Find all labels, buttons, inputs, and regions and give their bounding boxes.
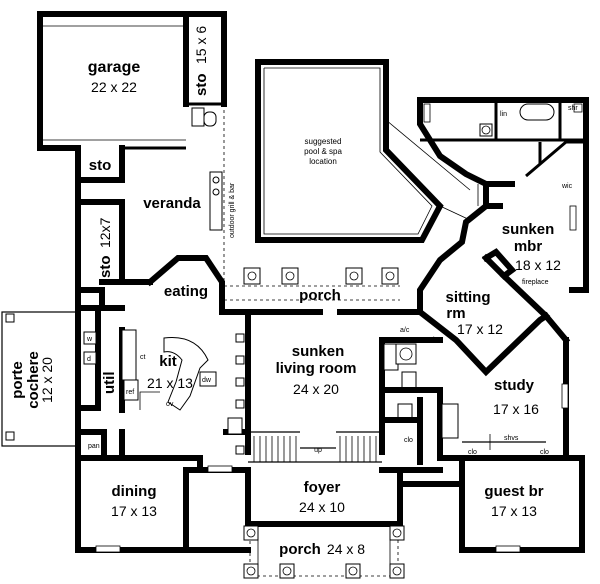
porte-cochere-label-2: cochere: [25, 351, 42, 409]
rear-porch-label: porch: [299, 287, 341, 304]
porte-cochere: [1, 311, 79, 447]
porte-cochere-label-group: porte cochere 12 x 20: [9, 351, 55, 409]
util-label: util: [101, 372, 118, 395]
pan-label: pan: [88, 443, 100, 450]
shr-label: shr: [568, 105, 578, 112]
eating-label: eating: [164, 283, 208, 300]
sitting-label-1: sitting: [446, 289, 491, 306]
pool-label-1: suggested: [305, 137, 342, 146]
fireplace-label: fireplace: [522, 279, 549, 286]
living-dim: 24 x 20: [293, 381, 339, 397]
ref-label: ref: [126, 389, 134, 396]
garage-block: [37, 11, 227, 183]
sto-12x7-label: sto: [97, 256, 114, 279]
garage-sto-dim: 15 x 6: [193, 26, 209, 64]
ov-label: ov: [166, 401, 174, 408]
living-label-1: sunken: [292, 343, 345, 360]
lin-label: lin: [500, 111, 507, 118]
clo-study-2-label: clo: [540, 449, 549, 456]
garage-sto-label: sto: [193, 74, 210, 97]
porte-cochere-label-1: porte: [9, 361, 26, 399]
room-labels: garage 22 x 22 sto 15 x 6 sto veranda ou…: [9, 26, 578, 558]
sto-12x7: sto 12x7: [97, 217, 114, 278]
ct-label: ct: [140, 354, 146, 361]
study-dim: 17 x 16: [493, 401, 539, 417]
sto-12x7-dim: 12x7: [97, 217, 113, 248]
garage-label: garage: [88, 59, 141, 76]
study-label: study: [494, 377, 535, 394]
dining-dim: 17 x 13: [111, 503, 157, 519]
front-porch-dim: 24 x 8: [327, 541, 365, 557]
pool-label-2: pool & spa: [304, 147, 342, 156]
dining-label: dining: [112, 483, 157, 500]
w-label: w: [86, 336, 93, 343]
shvs-label: shvs: [504, 435, 519, 442]
pool-area: [255, 59, 471, 243]
foyer-label: foyer: [304, 479, 341, 496]
central-walls: [227, 309, 443, 527]
guest-br-dim: 17 x 13: [491, 503, 537, 519]
wic-label: wic: [561, 183, 573, 190]
sto-small-label: sto: [89, 157, 112, 174]
wh-label: wh: [427, 337, 437, 344]
front-porch-label: porch: [279, 541, 321, 558]
mbr-label-2: mbr: [514, 238, 543, 255]
kit-label: kit: [159, 353, 177, 370]
d-label: d: [87, 356, 91, 363]
east-wing-walls: [397, 97, 589, 553]
pool-label-3: location: [309, 157, 337, 166]
veranda-label: veranda: [143, 195, 201, 212]
rear-porch: [224, 267, 400, 301]
sitting-label-2: rm: [446, 305, 465, 322]
up-label: up: [314, 447, 322, 454]
guest-br-label: guest br: [484, 483, 543, 500]
mbr-label-1: sunken: [502, 221, 555, 238]
stairs: [248, 431, 382, 463]
clo-living-label: clo: [404, 437, 413, 444]
dw-label: dw: [202, 377, 212, 384]
front-porch: [243, 525, 405, 579]
mbr-dim: 18 x 12: [515, 257, 561, 273]
garage-dim: 22 x 22: [91, 79, 137, 95]
outdoor-grill-label: outdoor grill & bar: [229, 182, 236, 238]
living-label-2: living room: [276, 360, 357, 377]
kit-dim: 21 x 13: [147, 375, 193, 391]
ac-label: a/c: [400, 327, 410, 334]
clo-study-1-label: clo: [468, 449, 477, 456]
foyer-dim: 24 x 10: [299, 499, 345, 515]
porte-cochere-dim: 12 x 20: [39, 357, 55, 403]
garage-sto: sto 15 x 6: [193, 26, 210, 96]
sitting-dim: 17 x 12: [457, 321, 503, 337]
